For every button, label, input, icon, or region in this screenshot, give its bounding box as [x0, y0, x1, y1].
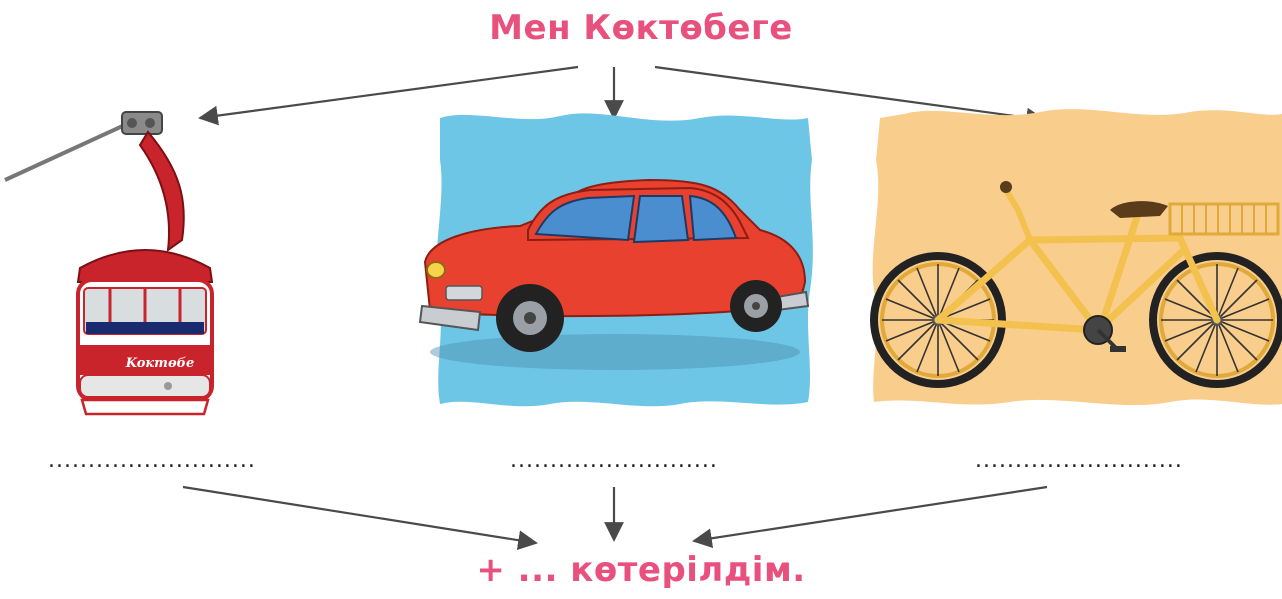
car-headlight — [426, 261, 446, 279]
footer-sentence: + ... көтерілдім. — [476, 550, 806, 590]
arrow-to-bicycle — [654, 65, 1046, 128]
bottom-arrows — [182, 485, 1048, 550]
car-picture — [418, 113, 813, 407]
bicycle-basket — [1168, 202, 1280, 236]
car-front-wheel — [496, 284, 564, 352]
answer-blank-1[interactable]: .......................... — [48, 448, 256, 473]
bicycle-frame — [934, 210, 1221, 334]
car-rear-wheel — [730, 280, 782, 332]
cable-grip — [121, 111, 163, 135]
bicycle-rear-wheel — [870, 252, 1006, 388]
top-arrows — [198, 65, 1046, 128]
bicycle-background — [872, 109, 1282, 406]
arrow-to-cable-car — [198, 65, 579, 126]
bicycle-front-wheel — [1149, 252, 1282, 388]
answer-blank-3[interactable]: .......................... — [975, 448, 1183, 473]
arrow-from-blank-1 — [182, 485, 538, 550]
cable-line — [4, 116, 141, 182]
cable-car-hanger — [138, 130, 185, 253]
cable-car-picture: Koктөбе — [4, 111, 214, 416]
car-windshield — [534, 194, 636, 242]
page-title: Мен Көктөбеге — [489, 8, 793, 48]
cable-car-roof — [76, 249, 214, 283]
bicycle-picture — [870, 109, 1282, 406]
bicycle-saddle — [1110, 201, 1168, 218]
car-side-window-2 — [688, 194, 738, 242]
answer-blank-2[interactable]: .......................... — [510, 448, 718, 473]
cable-car-sign: Koктөбе — [125, 356, 195, 371]
car-side-window-1 — [632, 195, 690, 244]
arrow-from-blank-3 — [692, 485, 1048, 549]
bicycle-handlebar — [1003, 187, 1033, 243]
